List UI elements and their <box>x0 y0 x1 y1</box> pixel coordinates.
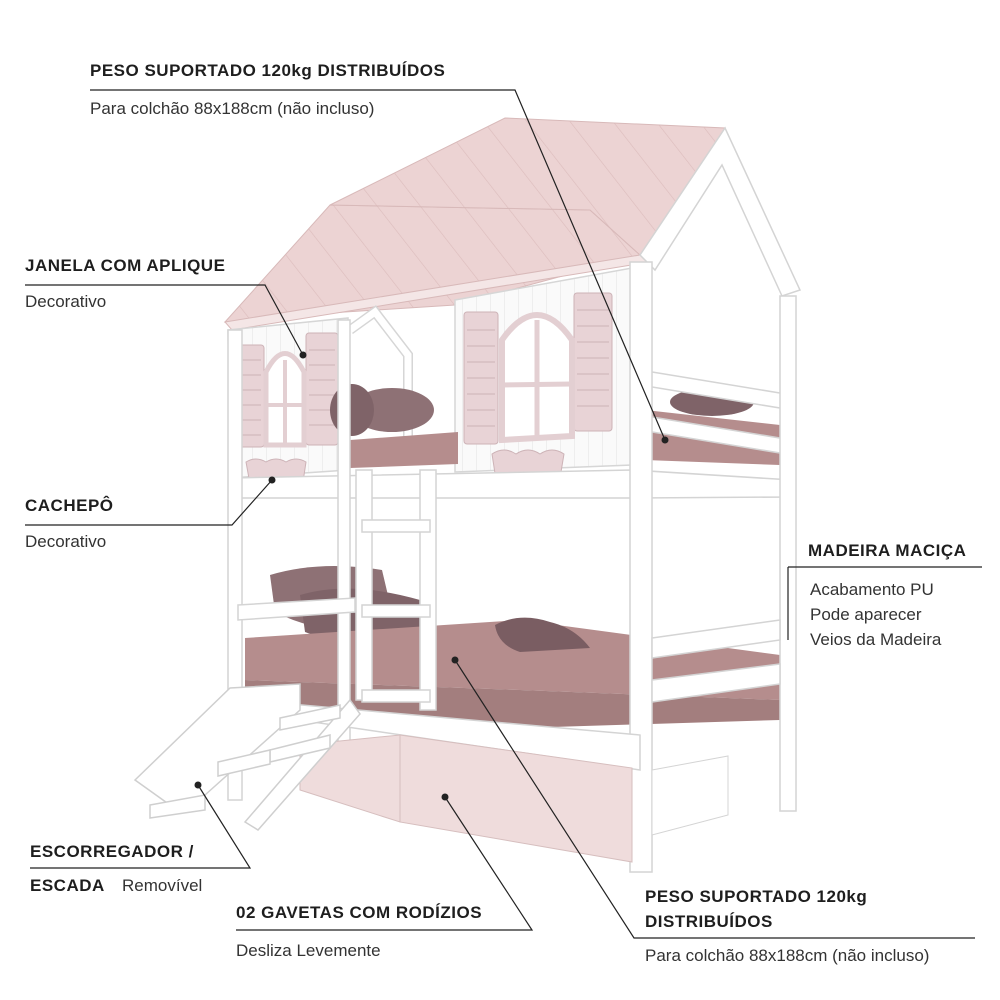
bed-frame <box>227 261 797 873</box>
peso-top-subtitle: Para colchão 88x188cm (não incluso) <box>90 99 375 118</box>
peso-bottom-title-line1: PESO SUPORTADO 120kg <box>645 887 868 906</box>
escorregador-title-line2: ESCADA <box>30 876 105 895</box>
callout-dots <box>194 351 669 801</box>
janela-subtitle: Decorativo <box>25 292 107 311</box>
madeira-line2: Pode aparecer <box>810 605 922 624</box>
window-right <box>463 292 613 481</box>
leader-peso-top <box>90 89 666 441</box>
slide-stairs <box>133 683 361 831</box>
callout-lines <box>25 89 982 939</box>
cachepo-subtitle: Decorativo <box>25 532 107 551</box>
leader-escorregador <box>30 784 252 869</box>
escorregador-title-line1: ESCORREGADOR / <box>30 842 194 861</box>
gavetas-subtitle: Desliza Levemente <box>236 941 381 960</box>
leader-janela <box>25 284 304 356</box>
cachepo-title: CACHEPÔ <box>25 496 114 515</box>
madeira-line1: Acabamento PU <box>810 580 934 599</box>
gavetas-title: 02 GAVETAS COM RODÍZIOS <box>236 903 483 922</box>
leader-peso-bottom <box>454 659 975 939</box>
leader-gavetas <box>236 796 534 931</box>
madeira-line3: Veios da Madeira <box>810 630 942 649</box>
peso-top-title: PESO SUPORTADO 120kg DISTRIBUÍDOS <box>90 61 446 80</box>
madeira-title: MADEIRA MACIÇA <box>808 541 967 560</box>
roof <box>223 117 802 331</box>
escorregador-subtitle: Removível <box>122 876 203 895</box>
janela-title: JANELA COM APLIQUE <box>25 256 226 275</box>
leader-cachepo <box>25 479 273 526</box>
drawers <box>299 734 729 863</box>
peso-bottom-subtitle: Para colchão 88x188cm (não incluso) <box>645 946 930 965</box>
peso-bottom-title-line2: DISTRIBUÍDOS <box>645 912 773 931</box>
